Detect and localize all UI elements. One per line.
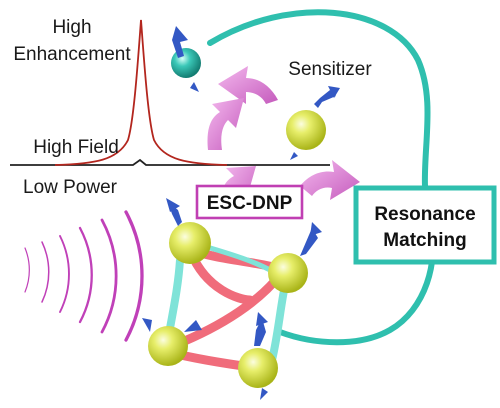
low-power-label: Low Power [23,177,118,198]
microwave-wave-icon [24,210,144,342]
matching-label: Matching [383,230,466,251]
esc-dnp-box [195,184,304,220]
enhancement-label: Enhancement [13,44,131,65]
high-field-label: High Field [33,137,119,158]
resonance-matching-box [353,185,497,265]
curved-arrow-icon [207,66,360,218]
resonance-label: Resonance [374,204,475,225]
esc-dnp-label: ESC-DNP [207,193,293,214]
high-label: High [52,17,91,38]
enhanced-peak-line [54,19,228,166]
electron-teal-sphere-icon [171,48,201,78]
radical-yellow-sphere-icon [148,222,308,388]
spectrum-baseline-line [10,158,330,166]
sensitizer-label: Sensitizer [288,59,372,80]
spin-arrow-icon [142,26,340,400]
sensitizer-yellow-sphere-icon [286,110,326,150]
